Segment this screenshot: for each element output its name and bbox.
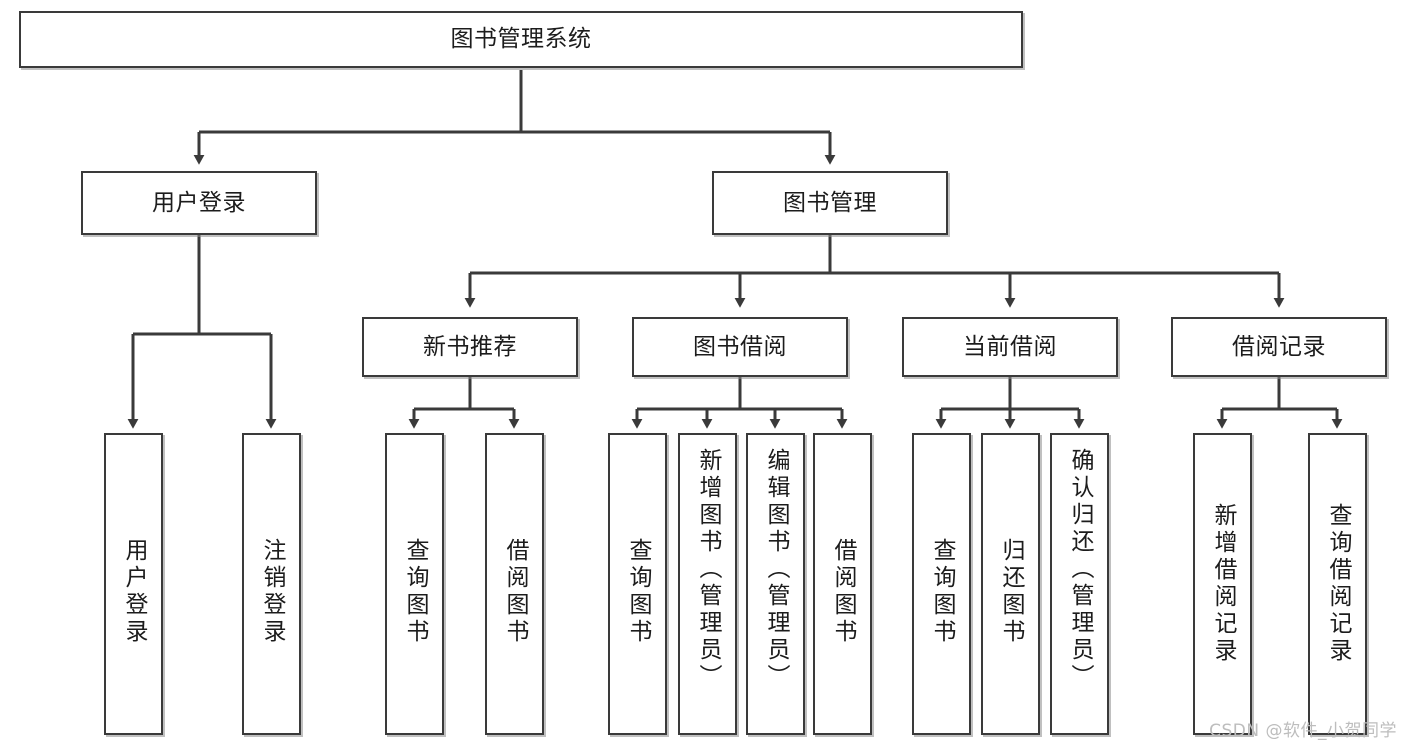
node-user-login-label: 用户登录 — [152, 189, 246, 216]
leaf-query-record-label: 查询借阅记录 — [1325, 503, 1351, 665]
node-borrow-record-label: 借阅记录 — [1232, 333, 1326, 360]
leaf-query-book-1-label: 查询图书 — [402, 538, 428, 646]
leaf-query-record[interactable]: 查询借阅记录 — [1308, 433, 1367, 735]
node-book-manage-label: 图书管理 — [783, 189, 877, 216]
leaf-borrow-book-1[interactable]: 借阅图书 — [485, 433, 544, 735]
leaf-add-book-label: 新增图书（管理员） — [695, 448, 721, 691]
leaf-confirm-return-label: 确认归还（管理员） — [1067, 448, 1093, 691]
leaf-add-record[interactable]: 新增借阅记录 — [1193, 433, 1252, 735]
leaf-borrow-book-1-label: 借阅图书 — [502, 538, 528, 646]
leaf-query-book-3-label: 查询图书 — [929, 538, 955, 646]
csdn-watermark: CSDN @软件_小贺同学 — [1209, 721, 1397, 741]
leaf-add-book[interactable]: 新增图书（管理员） — [678, 433, 737, 735]
leaf-user-login-label: 用户登录 — [121, 538, 147, 646]
leaf-logout-login-label: 注销登录 — [259, 538, 285, 646]
leaf-query-book-2-label: 查询图书 — [625, 538, 651, 646]
leaf-user-login[interactable]: 用户登录 — [104, 433, 163, 735]
node-borrow-record[interactable]: 借阅记录 — [1171, 317, 1387, 377]
node-book-borrow[interactable]: 图书借阅 — [632, 317, 848, 377]
node-root[interactable]: 图书管理系统 — [19, 11, 1023, 68]
node-current-borrow[interactable]: 当前借阅 — [902, 317, 1118, 377]
leaf-logout-login[interactable]: 注销登录 — [242, 433, 301, 735]
leaf-return-book[interactable]: 归还图书 — [981, 433, 1040, 735]
leaf-confirm-return[interactable]: 确认归还（管理员） — [1050, 433, 1109, 735]
node-root-label: 图书管理系统 — [450, 26, 592, 53]
leaf-query-book-1[interactable]: 查询图书 — [385, 433, 444, 735]
leaf-return-book-label: 归还图书 — [998, 538, 1024, 646]
leaf-borrow-book-2-label: 借阅图书 — [830, 538, 856, 646]
leaf-query-book-2[interactable]: 查询图书 — [608, 433, 667, 735]
leaf-add-record-label: 新增借阅记录 — [1210, 503, 1236, 665]
node-book-manage[interactable]: 图书管理 — [712, 171, 948, 235]
leaf-query-book-3[interactable]: 查询图书 — [912, 433, 971, 735]
node-user-login[interactable]: 用户登录 — [81, 171, 317, 235]
leaf-edit-book-label: 编辑图书（管理员） — [763, 448, 789, 691]
node-current-borrow-label: 当前借阅 — [963, 333, 1057, 360]
node-new-book-recommend[interactable]: 新书推荐 — [362, 317, 578, 377]
leaf-borrow-book-2[interactable]: 借阅图书 — [813, 433, 872, 735]
leaf-edit-book[interactable]: 编辑图书（管理员） — [746, 433, 805, 735]
node-book-borrow-label: 图书借阅 — [693, 333, 787, 360]
node-new-book-recommend-label: 新书推荐 — [423, 333, 517, 360]
